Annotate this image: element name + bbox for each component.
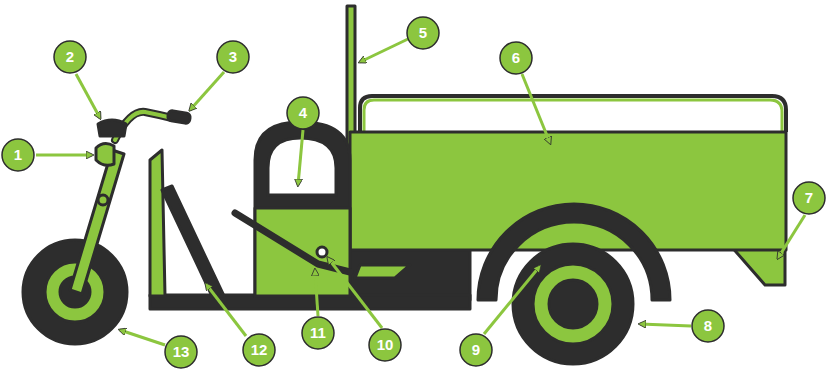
callout-number: 8 [693, 311, 723, 341]
callout-number: 10 [370, 330, 400, 360]
callout-number: 12 [244, 335, 274, 365]
callout-number: 3 [218, 42, 248, 72]
callout-circle [369, 329, 401, 361]
callout-number: 2 [55, 42, 85, 72]
callout-number: 13 [166, 337, 196, 367]
callout-circle [500, 42, 532, 74]
callout-circle [217, 41, 249, 73]
callout-circle [165, 336, 197, 368]
callout-circle [407, 17, 439, 49]
callout-number: 6 [501, 43, 531, 73]
callout-number: 1 [3, 140, 33, 170]
callout-number: 7 [794, 183, 824, 213]
callout-number: 11 [303, 318, 333, 348]
callout-circle [54, 41, 86, 73]
callout-circle [243, 334, 275, 366]
callout-number: 9 [461, 335, 491, 365]
callout-circle [302, 317, 334, 349]
callout-number: 4 [288, 98, 318, 128]
callout-circle [2, 139, 34, 171]
callout-circle [287, 97, 319, 129]
callout-number: 5 [408, 18, 438, 48]
callout-circle [460, 334, 492, 366]
callout-circle [793, 182, 825, 214]
callout-circle [692, 310, 724, 342]
